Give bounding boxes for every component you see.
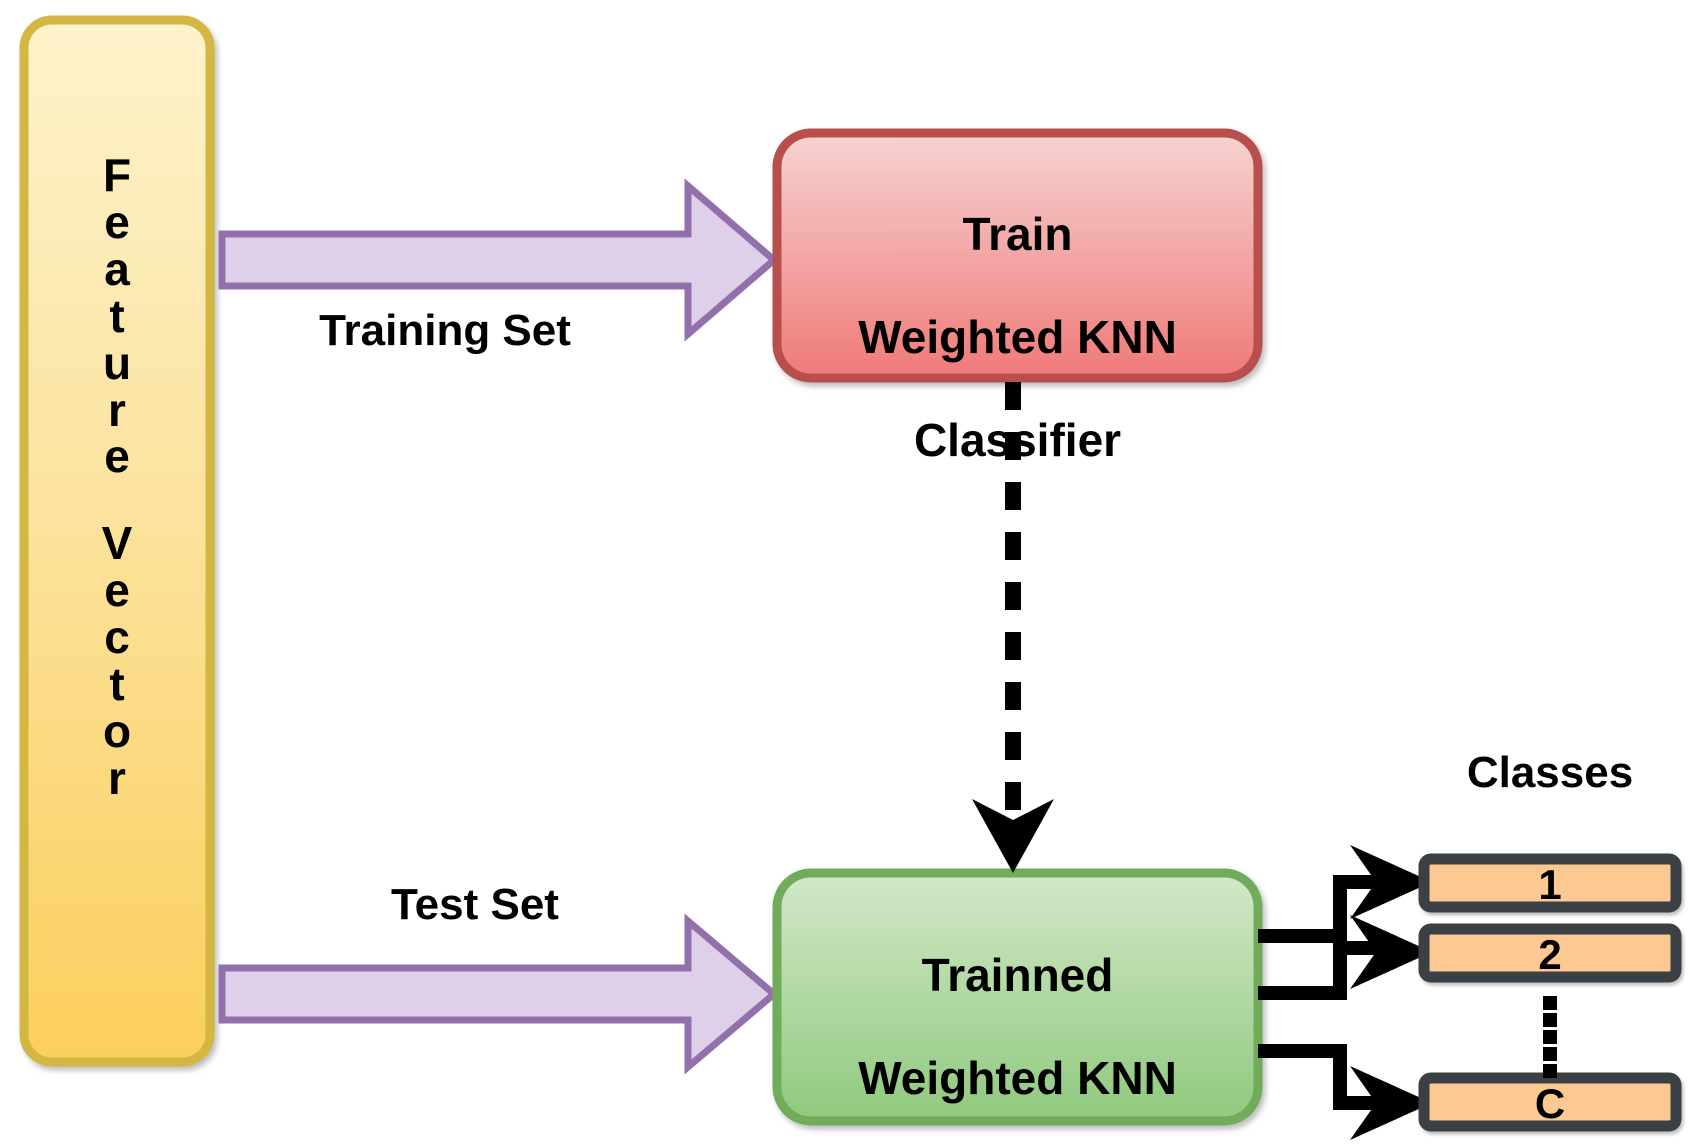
feature-vector-char-F: F bbox=[102, 149, 132, 201]
feature-vector-char-space bbox=[24, 480, 210, 520]
feature-vector-box[interactable] bbox=[19, 15, 215, 1067]
model-transfer-dashed-arrow bbox=[972, 382, 1054, 873]
feature-vector-char-a: a bbox=[104, 242, 130, 295]
feature-vector-char-e2: e bbox=[104, 430, 130, 483]
class-box-2[interactable] bbox=[1418, 923, 1682, 983]
class-label-2: 2 bbox=[1538, 931, 1562, 978]
feature-vector-label: F e a t u r e V e c t o r bbox=[24, 152, 210, 802]
connector-to-class-c bbox=[1258, 1044, 1432, 1140]
feature-vector-char-V: V bbox=[101, 517, 133, 570]
feature-vector-char-t1: t bbox=[109, 289, 125, 342]
feature-vector-char-c: c bbox=[104, 611, 130, 664]
test-set-arrow bbox=[218, 913, 780, 1075]
test-set-label: Test Set bbox=[391, 880, 559, 929]
trained-classifier-box[interactable] bbox=[772, 868, 1263, 1126]
feature-vector-char-r1: r bbox=[108, 383, 126, 436]
classes-title: Classes bbox=[1466, 748, 1634, 797]
feature-vector-char-o: o bbox=[102, 704, 132, 757]
training-set-arrow bbox=[218, 178, 780, 342]
train-classifier-box[interactable] bbox=[772, 128, 1263, 383]
connector-to-class-1 bbox=[1258, 845, 1432, 943]
class-ellipsis-dots bbox=[1543, 996, 1557, 1078]
class-label-c: C bbox=[1534, 1080, 1566, 1127]
feature-vector-char-u: u bbox=[102, 336, 132, 389]
feature-vector-char-t2: t bbox=[109, 658, 125, 711]
feature-vector-char-e3: e bbox=[104, 564, 130, 617]
class-label-1: 1 bbox=[1538, 861, 1562, 908]
training-set-label: Training Set bbox=[319, 306, 571, 355]
feature-vector-char-e1: e bbox=[104, 195, 130, 248]
class-box-1[interactable] bbox=[1418, 853, 1682, 913]
connector-to-class-2 bbox=[1258, 915, 1432, 1000]
feature-vector-char-r2: r bbox=[108, 751, 126, 804]
